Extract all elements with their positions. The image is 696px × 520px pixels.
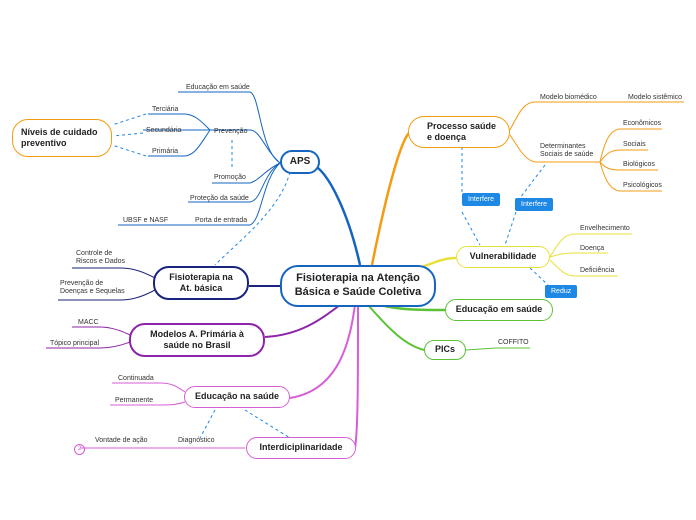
central-topic[interactable]: Fisioterapia na Atenção Básica e Saúde C… [280,265,436,307]
processo-label: Processo saúde e doença [427,120,497,142]
interfere-tag-1[interactable]: Interfere [462,193,501,206]
educacao-em-saude-label: Educação em saúde [455,304,543,315]
educacao-permanente[interactable]: Permanente [115,397,154,404]
fisio-label: Fisioterapia na At. básica [169,271,233,293]
educacao-na-saude-node[interactable]: Educação na saúde [184,386,290,408]
aps-primaria[interactable]: Primária [152,148,179,155]
pics-node[interactable]: PICs [424,340,466,360]
modelos-topico[interactable]: Tópico principal [50,340,100,347]
vulnerabilidade-deficiencia[interactable]: Deficiência [580,267,615,274]
educacao-na-saude-label: Educação na saúde [194,391,280,402]
aps-promocao[interactable]: Promoção [214,174,246,181]
processo-node[interactable]: Processo saúde e doença [408,116,510,148]
fisio-prevencao-doencas[interactable]: Prevenção de Doenças e Sequelas [60,280,125,296]
educacao-continuada[interactable]: Continuada [118,375,154,382]
educacao-diagnostico[interactable]: Diagnóstico [178,437,215,444]
modelos-label: Modelos A. Primária à saúde no Brasil [150,328,244,350]
aps-educacao-em-saude[interactable]: Educação em saúde [186,84,250,91]
educacao-em-saude-node[interactable]: Educação em saúde [445,299,553,321]
niveis-node[interactable]: Níveis de cuidado preventivo [12,119,112,157]
modelos-macc[interactable]: MACC [78,319,99,326]
processo-psicologicos[interactable]: Psicológicos [623,182,662,189]
vulnerabilidade-envelhecimento[interactable]: Envelhecimento [580,225,630,232]
interdisciplinaridade-node[interactable]: Interdiciplinaridade [246,437,356,459]
processo-modelo-biomedico[interactable]: Modelo biomédico [540,94,597,101]
niveis-label: Níveis de cuidado preventivo [21,126,98,148]
processo-determinantes[interactable]: Determinantes Sociais de saúde [540,143,594,159]
fisio-node[interactable]: Fisioterapia na At. básica [153,266,249,300]
vulnerabilidade-label: Vulnerabilidade [469,251,537,262]
aps-secundaria[interactable]: Secundária [146,127,182,134]
processo-biologicos[interactable]: Biológicos [623,161,655,168]
fisio-controle[interactable]: Controle de Riscos e Dados [76,250,126,266]
processo-sociais[interactable]: Sociais [623,141,646,148]
aps-protecao[interactable]: Proteção da saúde [190,195,249,202]
aps-label: APS [289,155,311,167]
processo-economicos[interactable]: Econômicos [623,120,662,127]
aps-node[interactable]: APS [280,150,320,174]
interdisciplinaridade-label: Interdiciplinaridade [259,442,343,453]
reduz-tag[interactable]: Reduz [545,285,578,298]
pics-label: PICs [434,344,455,355]
aps-ubsf-nasf[interactable]: UBSF e NASF [123,217,169,224]
processo-modelo-sistemico[interactable]: Modelo sistêmico [628,94,683,101]
central-topic-label: Fisioterapia na Atenção Básica e Saúde C… [294,272,422,298]
educacao-vontade[interactable]: Vontade de ação [95,437,148,444]
collapsed-count-badge[interactable]: 2 [74,444,85,455]
vulnerabilidade-node[interactable]: Vulnerabilidade [456,246,550,268]
aps-prevencao[interactable]: Prevenção [214,128,248,135]
vulnerabilidade-doenca[interactable]: Doença [580,245,605,252]
modelos-node[interactable]: Modelos A. Primária à saúde no Brasil [129,323,265,357]
aps-terciaria[interactable]: Terciária [152,106,179,113]
aps-porta-de-entrada[interactable]: Porta de entrada [195,217,248,224]
pics-coffito[interactable]: COFFITO [498,339,529,346]
interfere-tag-2[interactable]: Interfere [515,198,554,211]
